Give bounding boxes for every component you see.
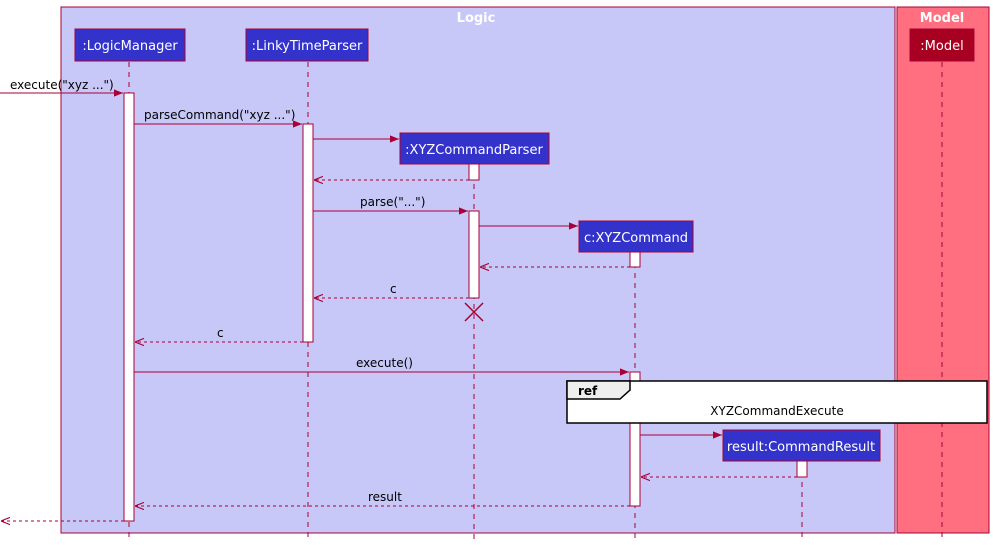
xyz-parser-activation-1 — [468, 163, 480, 181]
parser-label: :LinkyTimeParser — [252, 39, 363, 54]
xyz-command-activation-2 — [629, 371, 641, 507]
execute-call-label: execute("xyz ...") — [10, 78, 114, 92]
logic-manager-box — [74, 28, 186, 62]
ref-tab — [566, 380, 631, 400]
parser-activation — [302, 123, 314, 343]
model-label: :Model — [920, 39, 963, 54]
logic-manager-label: :LogicManager — [82, 39, 178, 54]
ref-tag: ref — [578, 384, 598, 398]
result-box — [722, 429, 881, 462]
xyz-parser-box — [399, 132, 550, 165]
model-group-box — [896, 6, 990, 534]
execute-label: execute() — [356, 356, 413, 370]
ref-name: XYZCommandExecute — [710, 404, 843, 418]
ref-frame — [566, 380, 988, 424]
logic-manager-activation — [123, 92, 135, 522]
logic-group-title: Logic — [457, 11, 496, 26]
destroy-cross-icon — [464, 302, 484, 322]
parse-label: parse("...") — [360, 195, 425, 209]
xyz-parser-label: :XYZCommandParser — [405, 143, 543, 158]
result-activation — [796, 460, 808, 478]
return-c-label-2: c — [217, 326, 224, 340]
model-group-title: Model — [920, 11, 964, 26]
return-result-label: result — [368, 490, 402, 504]
xyz-command-label: c:XYZCommand — [584, 231, 688, 246]
result-label: result:CommandResult — [727, 440, 875, 455]
parser-box — [245, 28, 369, 62]
xyz-command-box — [578, 220, 694, 253]
model-box — [909, 28, 975, 62]
xyz-parser-activation-2 — [468, 210, 480, 299]
xyz-command-activation-1 — [629, 251, 641, 268]
return-c-label-1: c — [390, 282, 397, 296]
parse-command-label: parseCommand("xyz ...") — [144, 108, 295, 122]
